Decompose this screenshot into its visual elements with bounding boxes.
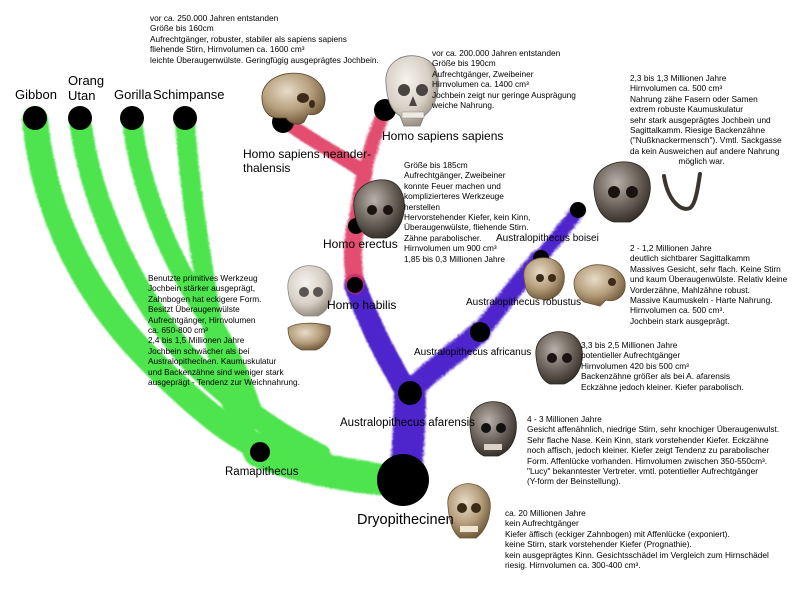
node-boisei — [570, 202, 586, 218]
label-orang-utan: Orang Utan — [68, 74, 104, 104]
label-gibbon: Gibbon — [15, 88, 57, 103]
node-gibbon — [23, 106, 47, 130]
node-dryopithecinen — [377, 454, 429, 506]
skull-afarensis-icon — [470, 402, 517, 456]
branch-africanus — [410, 332, 480, 392]
description-habilis: Benutzte primitives Werkzeug Jochbein st… — [148, 273, 300, 387]
skull-neanderthal-icon — [262, 73, 325, 124]
description-erectus: Größe bis 185cm Aufrechtgänger, Zweibein… — [404, 160, 530, 264]
branch-habilis-erectus — [353, 225, 356, 285]
node-schimpanse — [173, 106, 197, 130]
node-africanus — [470, 322, 490, 342]
node-habilis — [347, 277, 363, 293]
skull-boisei-icon — [594, 162, 650, 222]
description-africanus: 3,3 bis 2,5 Millionen Jahre potentieller… — [581, 340, 744, 392]
skull-dryopithecinen-icon — [448, 484, 490, 538]
label-erectus: Homo erectus — [323, 238, 398, 252]
label-ramapithecus: Ramapithecus — [225, 466, 299, 479]
node-ramapithecus — [250, 442, 270, 462]
label-robustus: Australopithecus robustus — [466, 297, 581, 309]
label-dryopithecinen: Dryopithecinen — [357, 512, 454, 529]
node-orang — [68, 106, 92, 130]
description-boisei: 2,3 bis 1,3 Millionen Jahre Hirnvolumen … — [630, 73, 782, 167]
label-habilis: Homo habilis — [327, 299, 396, 313]
node-afarensis — [398, 381, 422, 405]
description-neanderthal: vor ca. 250.000 Jahren entstanden Größe … — [150, 13, 379, 65]
skull-robustus-side-icon — [574, 265, 625, 306]
label-sapiens: Homo sapiens sapiens — [382, 130, 503, 144]
skull-africanus-icon — [536, 332, 583, 384]
label-gorilla: Gorilla — [114, 88, 152, 103]
description-sapiens: vor ca. 200.000 Jahren entstanden Größe … — [432, 48, 576, 110]
skull-erectus-icon — [354, 180, 405, 238]
jaw-boisei-icon — [664, 174, 700, 209]
description-dryopithecinen: ca. 20 Millionen Jahre kein Aufrechtgäng… — [505, 508, 769, 570]
label-schimpanse: Schimpanse — [153, 88, 225, 103]
label-afarensis: Australopithecus afarensis — [340, 417, 475, 430]
description-afarensis: 4 - 3 Millionen Jahre Gesicht affenähnli… — [527, 414, 779, 487]
label-africanus: Australopithecus africanus — [414, 347, 531, 359]
description-robustus: 2 - 1,2 Millionen Jahre deutlich sichtba… — [630, 243, 787, 326]
node-gorilla — [120, 106, 144, 130]
label-neanderthal: Homo sapiens neander- thalensis — [243, 148, 371, 176]
